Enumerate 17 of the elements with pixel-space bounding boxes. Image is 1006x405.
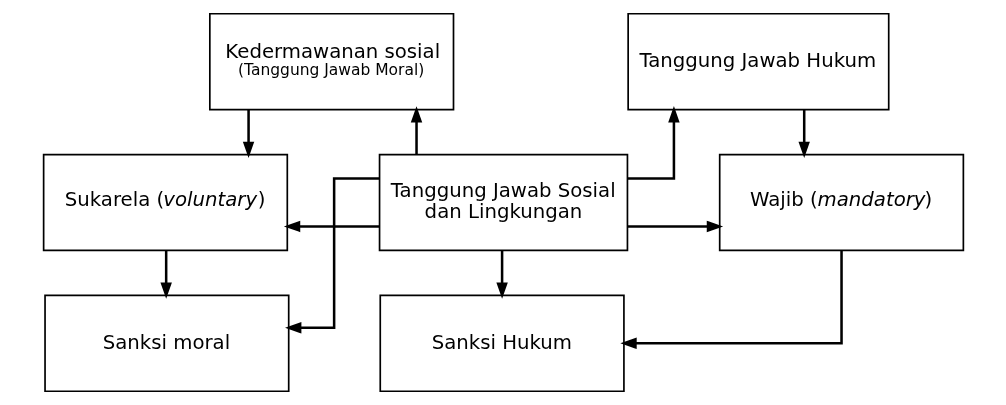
- arrow: [159, 250, 172, 299]
- node-box: Tanggung Jawab Hukum: [626, 12, 890, 111]
- arrow: [495, 250, 508, 299]
- node-box: Sanksi Hukum: [378, 294, 625, 393]
- arrow: [627, 106, 680, 180]
- arrow: [284, 177, 379, 334]
- arrow: [242, 109, 254, 158]
- node-box: Kedermawanan sosial (Tanggung Jawab Moral): [208, 12, 454, 111]
- arrow: [619, 250, 843, 350]
- node-box: Sukarela (voluntary): [42, 153, 288, 252]
- node-box: Sanksi moral: [43, 294, 290, 393]
- node-box: Wajib (mandatory): [718, 153, 964, 252]
- arrow: [410, 106, 422, 155]
- node-box: Tanggung Jawab Sosial dan Lingkungan: [378, 153, 628, 252]
- arrow: [283, 220, 380, 233]
- arrow: [626, 220, 723, 233]
- arrow: [798, 109, 810, 158]
